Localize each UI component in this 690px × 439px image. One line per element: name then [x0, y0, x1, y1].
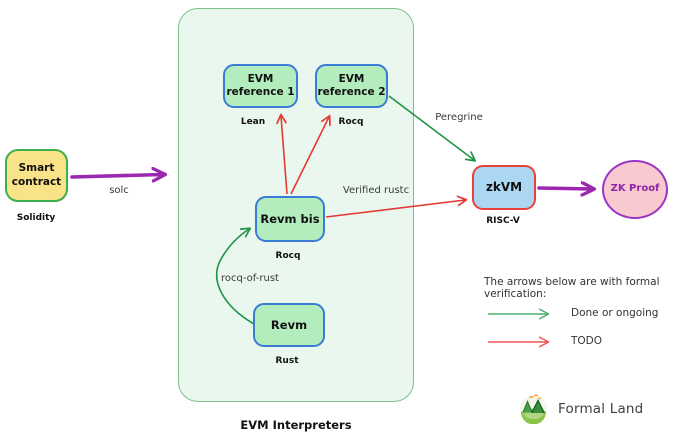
sublabel-rocq-ref2: Rocq [338, 117, 364, 127]
node-zk-proof: ZK Proof [602, 160, 668, 219]
sublabel-rocq-revmbis: Rocq [275, 251, 301, 261]
node-revm-bis: Revm bis [255, 196, 325, 242]
node-smart-contract: Smart contract [5, 149, 68, 202]
sublabel-rust: Rust [275, 356, 299, 366]
edge-label-solc: solc [109, 185, 129, 196]
legend-item-todo: TODO [571, 335, 603, 347]
node-revm: Revm [253, 303, 325, 347]
sublabel-solidity: Solidity [16, 213, 56, 223]
node-evm-reference-2: EVM reference 2 [315, 64, 388, 108]
node-evm-reference-1: EVM reference 1 [223, 64, 298, 108]
brand-name: Formal Land [558, 400, 644, 417]
edge-label-peregrine: Peregrine [435, 112, 483, 123]
sublabel-riscv: RISC-V [486, 216, 520, 226]
edge-solc [70, 175, 163, 178]
edge-label-verified-rustc: Verified rustc [342, 185, 410, 196]
brand-formal-land: Formal Land [518, 393, 643, 424]
legend-title: The arrows below are with formal verific… [484, 276, 660, 300]
edge-label-rocq-of-rust: rocq-of-rust [221, 273, 279, 284]
edge-zkvm-to-zkproof [537, 188, 592, 189]
node-zkvm: zkVM [472, 165, 536, 210]
formal-land-logo-icon [518, 393, 549, 424]
legend-item-done: Done or ongoing [571, 307, 659, 319]
container-title-evm-interpreters: EVM Interpreters [240, 418, 352, 432]
sublabel-lean: Lean [240, 117, 266, 127]
